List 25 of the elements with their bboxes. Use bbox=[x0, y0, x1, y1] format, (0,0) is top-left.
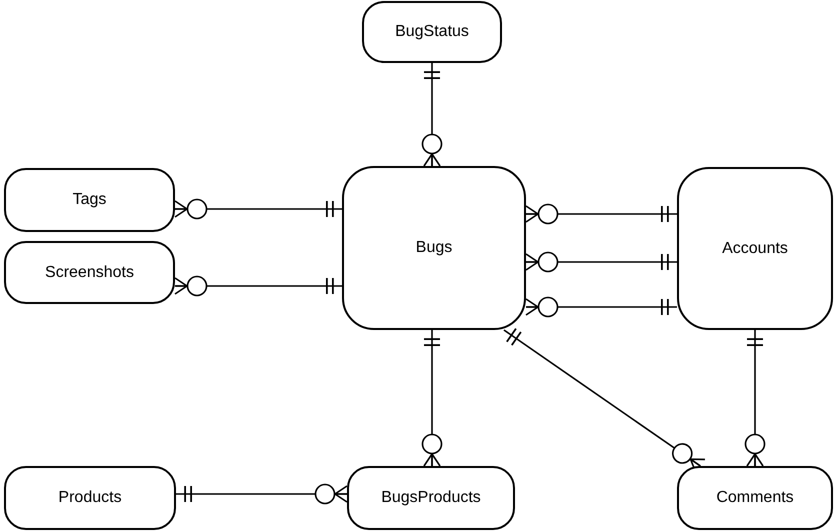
entity-box bbox=[342, 166, 526, 330]
entity-name: Accounts bbox=[722, 238, 788, 258]
relationship-line bbox=[525, 252, 677, 272]
entity-box bbox=[4, 466, 176, 530]
entity-name: Products bbox=[58, 488, 122, 508]
entity-name: Bugs bbox=[416, 238, 452, 258]
entity-name: Comments bbox=[716, 488, 794, 508]
relationship-line bbox=[174, 198, 342, 220]
entity-name: BugsProducts bbox=[381, 488, 481, 508]
relationship-line bbox=[174, 276, 342, 296]
entity-name: BugStatus bbox=[395, 22, 469, 42]
entity-name: Tags bbox=[72, 190, 106, 210]
relationship-line bbox=[525, 296, 677, 318]
entity-box bbox=[362, 1, 502, 63]
entity-name: Screenshots bbox=[45, 262, 134, 282]
relationship-line bbox=[525, 204, 677, 224]
entity-box bbox=[4, 241, 175, 304]
relationship-line bbox=[744, 330, 766, 467]
entity-box bbox=[4, 168, 175, 232]
entity-box bbox=[677, 167, 833, 330]
entity-box bbox=[347, 466, 515, 530]
relationship-line bbox=[422, 63, 442, 167]
entity-box bbox=[677, 466, 833, 530]
relationship-line bbox=[176, 484, 348, 504]
relationship-line bbox=[422, 330, 442, 467]
